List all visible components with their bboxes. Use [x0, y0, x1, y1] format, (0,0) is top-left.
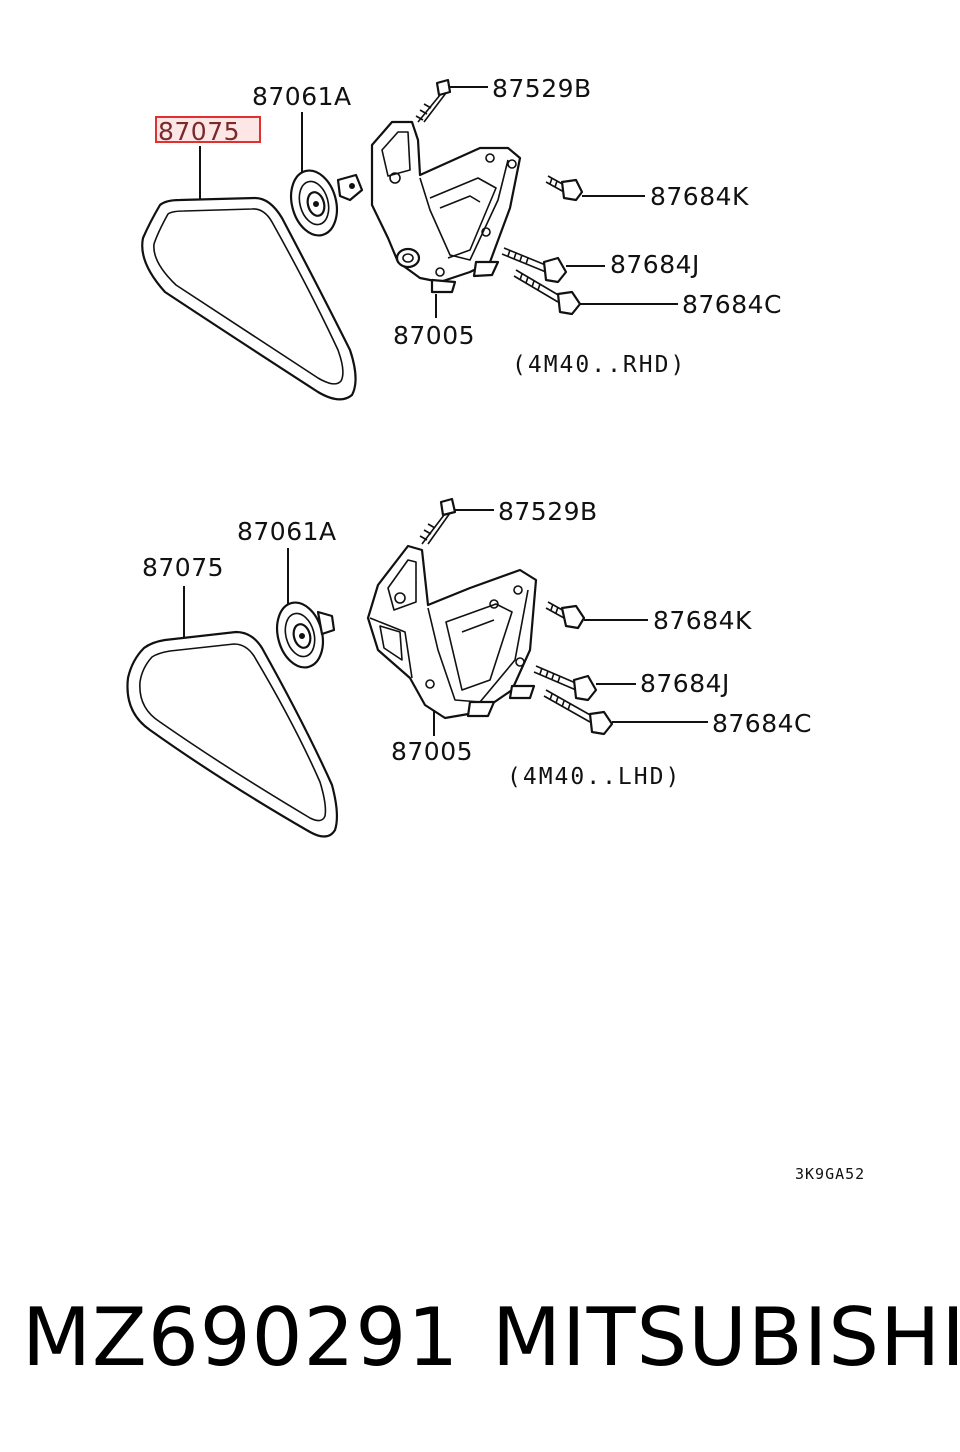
bolt-k-label[interactable]: 87684K	[650, 182, 749, 211]
bracket-label[interactable]: 87005	[393, 321, 475, 350]
bolt-87529b-part[interactable]	[419, 497, 457, 545]
drive-belt-part[interactable]	[126, 630, 339, 838]
brand-name: MITSUBISHI	[492, 1291, 960, 1384]
bolt-87529b-part[interactable]	[415, 78, 452, 123]
bottom-view: 87075 87061A 87529B	[126, 497, 812, 838]
belt-label[interactable]: 87075	[158, 117, 240, 146]
bolt-c-label[interactable]: 87684C	[712, 709, 812, 738]
bolt-87684c-part[interactable]	[543, 689, 614, 736]
mounting-bracket-part[interactable]	[370, 120, 522, 294]
bolt-87684c-part[interactable]	[513, 269, 582, 316]
bolt-87684k-part[interactable]	[545, 601, 586, 630]
bolt-c-label[interactable]: 87684C	[682, 290, 782, 319]
bolt-j-label[interactable]: 87684J	[610, 250, 700, 279]
part-number: MZ690291	[22, 1291, 460, 1384]
idler-pulley-part[interactable]	[284, 165, 364, 240]
bolt-87684j-part[interactable]	[501, 247, 568, 284]
diagram-code: 3K9GA52	[795, 1165, 865, 1183]
top-view: 87075 87061A 87529B	[141, 74, 782, 401]
footer: MZ690291 MITSUBISHI	[0, 1288, 960, 1398]
pulley-label[interactable]: 87061A	[237, 517, 337, 546]
bracket-label[interactable]: 87005	[391, 737, 473, 766]
bolt-87684k-part[interactable]	[545, 175, 584, 202]
belt-label[interactable]: 87075	[142, 553, 224, 582]
bottom-caption: (4M40..LHD)	[507, 764, 681, 790]
idler-pulley-part[interactable]	[270, 597, 336, 672]
mounting-bracket-part[interactable]	[366, 544, 538, 720]
drive-belt-part[interactable]	[141, 196, 357, 401]
bolt-j-label[interactable]: 87684J	[640, 669, 730, 698]
belt-label-highlight	[155, 116, 261, 143]
top-caption: (4M40..RHD)	[512, 352, 686, 378]
bolt-top-label[interactable]: 87529B	[492, 74, 592, 103]
pulley-label[interactable]: 87061A	[252, 82, 352, 111]
bolt-87684j-part[interactable]	[533, 665, 598, 702]
bolt-top-label[interactable]: 87529B	[498, 497, 598, 526]
bolt-k-label[interactable]: 87684K	[653, 606, 752, 635]
